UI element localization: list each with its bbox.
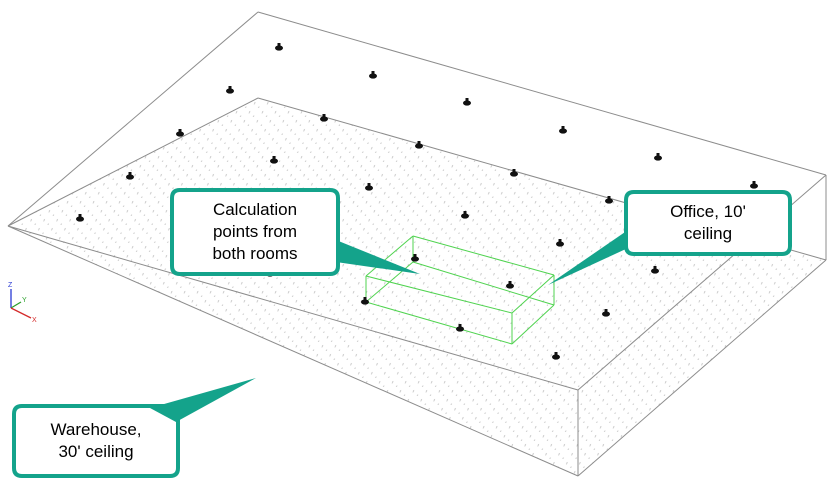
luminaire-icon bbox=[126, 172, 134, 180]
luminaire-icon bbox=[415, 141, 423, 149]
luminaire-icon bbox=[226, 86, 234, 94]
callout-office bbox=[548, 190, 792, 285]
luminaire-icon bbox=[411, 254, 419, 262]
luminaire-icon bbox=[320, 114, 328, 122]
luminaire-icon bbox=[506, 281, 514, 289]
office-edge bbox=[365, 301, 513, 345]
luminaire-icon bbox=[510, 169, 518, 177]
warehouse-edge bbox=[7, 11, 259, 227]
callout-warehouse bbox=[12, 378, 256, 478]
luminaire-icon bbox=[556, 239, 564, 247]
luminaire-icon bbox=[750, 181, 758, 189]
y-axis-label: Y bbox=[22, 297, 27, 304]
callout-office-text: Office, 10' ceiling bbox=[670, 202, 746, 243]
luminaire-icon bbox=[275, 43, 283, 51]
warehouse-edge bbox=[7, 225, 579, 391]
callout-warehouse-text: Warehouse, 30' ceiling bbox=[50, 420, 142, 461]
luminaire-icon bbox=[651, 266, 659, 274]
luminaire-icon bbox=[605, 196, 613, 204]
office-edge bbox=[412, 235, 555, 276]
luminaire-icon bbox=[654, 153, 662, 161]
y-axis-line bbox=[10, 301, 22, 309]
luminaire-icon bbox=[552, 352, 560, 360]
callout-calc-points bbox=[170, 188, 420, 276]
luminaire-icon bbox=[361, 297, 369, 305]
luminaire-icon bbox=[456, 324, 464, 332]
luminaire-icon bbox=[270, 156, 278, 164]
luminaire-icon bbox=[602, 309, 610, 317]
warehouse-edge bbox=[577, 259, 827, 477]
axis-triad: Z Y X bbox=[8, 282, 37, 324]
z-axis-label: Z bbox=[8, 282, 13, 289]
x-axis-label: X bbox=[32, 317, 37, 324]
office-edge bbox=[412, 261, 555, 306]
office-edge bbox=[365, 275, 513, 314]
x-axis-line bbox=[10, 307, 32, 319]
luminaire-icon bbox=[76, 214, 84, 222]
office-edge bbox=[365, 235, 414, 277]
warehouse-floor-edge bbox=[7, 97, 259, 227]
warehouse-edge bbox=[7, 225, 579, 477]
callout-calc-points-text: Calculation points from both rooms bbox=[212, 200, 298, 263]
office-box bbox=[365, 235, 555, 345]
luminaire-icon bbox=[369, 71, 377, 79]
luminaire-icon bbox=[365, 183, 373, 191]
luminaire-icon bbox=[463, 98, 471, 106]
office-edge bbox=[511, 274, 555, 314]
luminaire-icon bbox=[559, 126, 567, 134]
luminaire-icon bbox=[176, 129, 184, 137]
office-edge bbox=[511, 304, 555, 345]
luminaire-icon bbox=[461, 211, 469, 219]
warehouse-edge bbox=[257, 11, 827, 176]
